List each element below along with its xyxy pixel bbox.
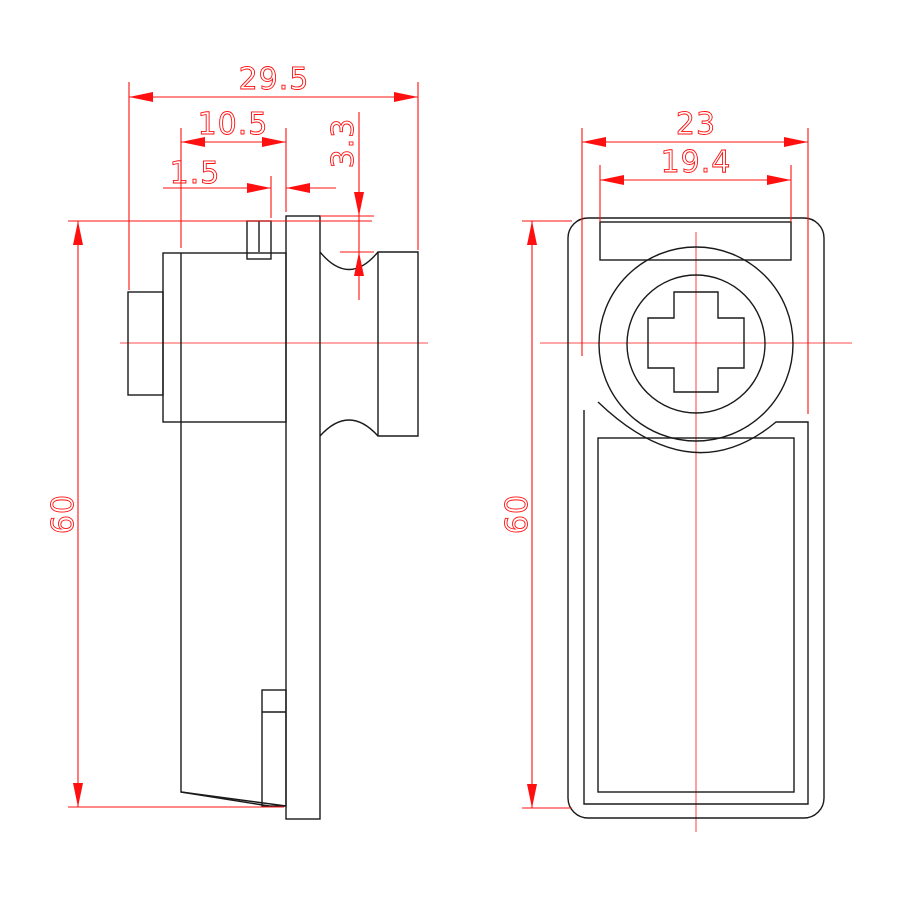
dim-front-overall-width: 23 bbox=[581, 107, 809, 414]
arrow bbox=[286, 183, 310, 193]
arrow bbox=[354, 192, 364, 216]
front-top-slot bbox=[599, 221, 792, 261]
dim-front-height: 60 bbox=[500, 220, 572, 809]
side-view: 29.5 10.5 1.5 3.3 bbox=[46, 62, 428, 820]
dim-label-60-front: 60 bbox=[500, 494, 535, 534]
side-front-plate bbox=[285, 215, 321, 820]
arrow bbox=[527, 221, 537, 245]
front-outer-plate bbox=[567, 217, 825, 819]
side-knob-stub bbox=[127, 291, 164, 396]
dim-side-height: 60 bbox=[46, 220, 372, 808]
side-cam-neck bbox=[319, 251, 419, 437]
dim-label-1-5: 1.5 bbox=[170, 156, 221, 191]
side-view-outline bbox=[127, 215, 419, 820]
arrow bbox=[600, 175, 624, 185]
side-lower-body bbox=[180, 422, 287, 807]
dim-label-19-4: 19.4 bbox=[661, 145, 732, 180]
arrow bbox=[73, 783, 83, 807]
front-outer-ring bbox=[598, 246, 794, 442]
front-lower-frame bbox=[583, 401, 809, 805]
dim-side-overall-width: 29.5 bbox=[128, 62, 419, 290]
dim-front-inner-width: 19.4 bbox=[599, 145, 792, 222]
dim-label-60-side: 60 bbox=[46, 494, 81, 534]
arrow bbox=[129, 92, 153, 102]
arrow bbox=[73, 221, 83, 245]
arrow bbox=[181, 137, 205, 147]
dim-side-inner-width: 10.5 bbox=[180, 107, 287, 248]
dim-label-3-3: 3.3 bbox=[326, 118, 361, 169]
arrow bbox=[767, 175, 791, 185]
arrow bbox=[784, 137, 808, 147]
arrow bbox=[527, 784, 537, 808]
dim-label-23: 23 bbox=[676, 107, 716, 142]
front-ring-arc bbox=[626, 274, 766, 414]
arrow bbox=[582, 137, 606, 147]
side-bottom-latch bbox=[261, 689, 287, 807]
arrow bbox=[354, 252, 364, 276]
front-view: 23 19.4 60 bbox=[500, 107, 852, 832]
arrow bbox=[247, 183, 271, 193]
dim-label-10-5: 10.5 bbox=[198, 107, 269, 142]
front-keyway-cross bbox=[647, 291, 745, 393]
dim-side-step: 3.3 bbox=[320, 112, 374, 300]
arrow bbox=[394, 92, 418, 102]
dim-side-flange: 1.5 bbox=[163, 156, 336, 218]
arrow bbox=[262, 137, 286, 147]
dim-label-29-5: 29.5 bbox=[239, 62, 310, 97]
front-view-outline bbox=[567, 217, 825, 819]
front-lower-window bbox=[597, 437, 795, 793]
